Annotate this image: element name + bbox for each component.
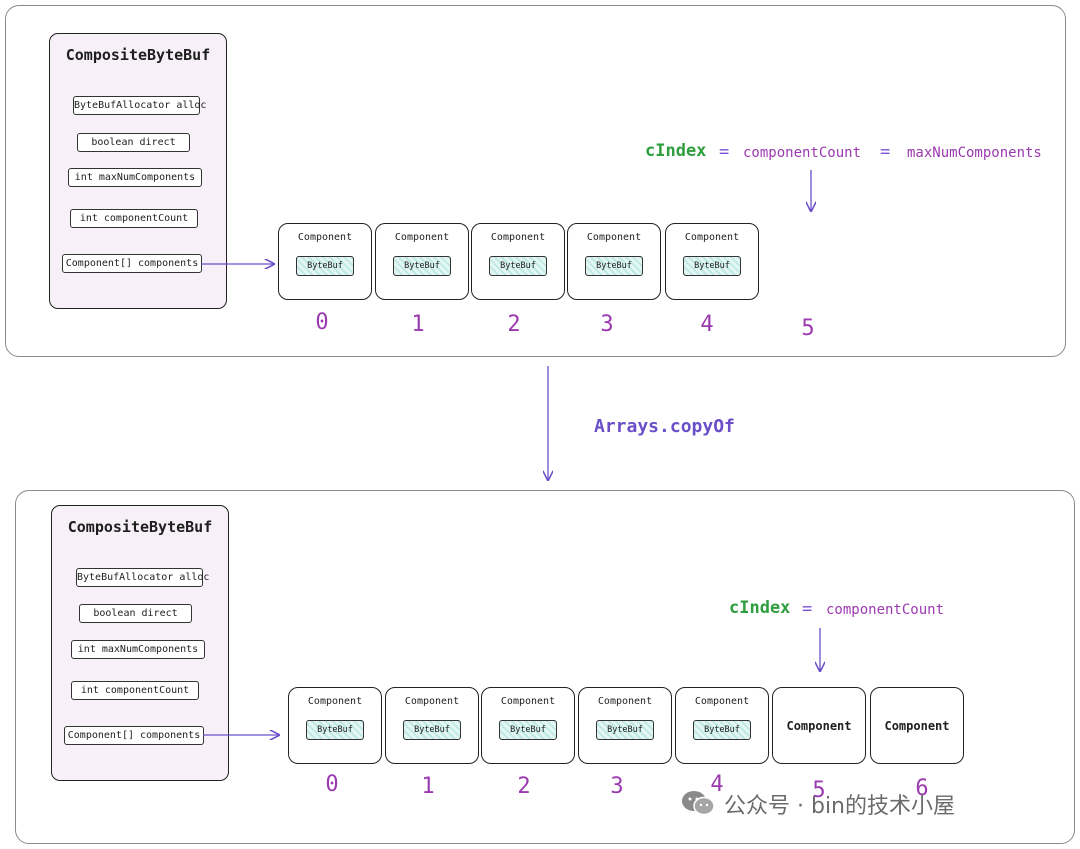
bytebuf-box: ByteBuf — [296, 256, 354, 276]
bottom-component-2: Component ByteBuf — [481, 687, 575, 764]
top-field-alloc: ByteBufAllocator alloc — [73, 96, 206, 115]
top-index-0: 0 — [315, 310, 329, 335]
arrays-copyof-label: Arrays.copyOf — [594, 416, 735, 437]
component-label: Component — [394, 232, 450, 243]
top-equals-2: = — [880, 142, 891, 162]
top-component-0: Component ByteBuf — [278, 223, 372, 300]
component-label: Component — [597, 696, 653, 707]
bottom-index-3: 3 — [610, 774, 624, 799]
top-maxnumcomponents-term: maxNumComponents — [907, 145, 1042, 161]
top-index-4: 4 — [700, 312, 714, 337]
bytebuf-box: ByteBuf — [683, 256, 741, 276]
top-component-1: Component ByteBuf — [375, 223, 469, 300]
top-field-maxnumcomponents: int maxNumComponents — [68, 168, 202, 187]
component-label: Component — [307, 696, 363, 707]
component-label: Component — [297, 232, 353, 243]
bottom-field-componentcount: int componentCount — [71, 681, 199, 700]
top-component-4: Component ByteBuf — [665, 223, 759, 300]
bottom-component-0: Component ByteBuf — [288, 687, 382, 764]
bottom-equals-1: = — [802, 599, 813, 619]
bottom-field-alloc: ByteBufAllocator alloc — [76, 568, 209, 587]
top-component-3: Component ByteBuf — [567, 223, 661, 300]
bottom-index-1: 1 — [421, 774, 435, 799]
top-equals-1: = — [719, 142, 730, 162]
component-label: Component — [694, 696, 750, 707]
bytebuf-box: ByteBuf — [693, 720, 751, 740]
bottom-component-3: Component ByteBuf — [578, 687, 672, 764]
watermark-text: 公众号 · bin的技术小屋 — [724, 794, 956, 819]
bottom-component-6-empty: Component — [870, 687, 964, 764]
bottom-field-maxnumcomponents: int maxNumComponents — [71, 640, 205, 659]
top-component-2: Component ByteBuf — [471, 223, 565, 300]
bottom-field-components: Component[] components — [64, 726, 204, 745]
top-field-componentcount: int componentCount — [70, 209, 198, 228]
top-field-components: Component[] components — [62, 254, 202, 273]
bottom-struct-title: CompositeByteBuf — [67, 518, 213, 536]
bottom-component-1: Component ByteBuf — [385, 687, 479, 764]
top-componentcount-term: componentCount — [743, 145, 862, 161]
top-struct-title: CompositeByteBuf — [65, 46, 211, 64]
component-label: Component — [500, 696, 556, 707]
top-cindex-label: cIndex — [645, 141, 707, 161]
bottom-field-direct: boolean direct — [79, 604, 192, 623]
bottom-index-4: 4 — [710, 772, 724, 797]
bytebuf-box: ByteBuf — [585, 256, 643, 276]
bytebuf-box: ByteBuf — [499, 720, 557, 740]
top-composite-bytebuf: CompositeByteBuf ByteBufAllocator alloc … — [49, 33, 227, 309]
component-label: Component — [490, 232, 546, 243]
bytebuf-box: ByteBuf — [403, 720, 461, 740]
bottom-component-5-empty: Component — [772, 687, 866, 764]
top-field-direct: boolean direct — [77, 133, 190, 152]
top-index-5: 5 — [801, 316, 815, 341]
component-label: Component — [404, 696, 460, 707]
bottom-component-4: Component ByteBuf — [675, 687, 769, 764]
bottom-componentcount-term: componentCount — [826, 602, 945, 618]
component-label: Component — [786, 718, 852, 733]
bytebuf-box: ByteBuf — [306, 720, 364, 740]
bytebuf-box: ByteBuf — [489, 256, 547, 276]
wechat-icon — [682, 791, 715, 816]
component-label: Component — [684, 232, 740, 243]
bottom-index-6: 6 — [915, 776, 929, 801]
bottom-index-5: 5 — [812, 778, 826, 803]
top-index-2: 2 — [507, 312, 521, 337]
top-index-1: 1 — [411, 312, 425, 337]
bytebuf-box: ByteBuf — [596, 720, 654, 740]
bottom-cindex-label: cIndex — [729, 598, 791, 618]
bottom-index-0: 0 — [325, 772, 339, 797]
bytebuf-box: ByteBuf — [393, 256, 451, 276]
component-label: Component — [586, 232, 642, 243]
component-label: Component — [884, 718, 950, 733]
top-index-3: 3 — [600, 312, 614, 337]
bottom-composite-bytebuf: CompositeByteBuf ByteBufAllocator alloc … — [51, 505, 229, 781]
bottom-index-2: 2 — [517, 774, 531, 799]
